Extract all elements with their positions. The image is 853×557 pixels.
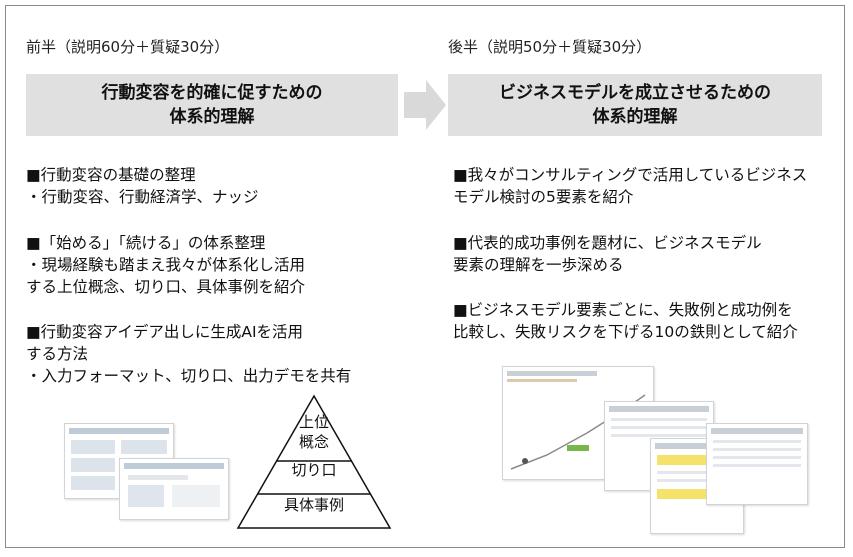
item-heading: ■行動変容の基礎の整理 [26, 166, 196, 184]
pyramid-top-line2: 概念 [298, 433, 329, 451]
second-half-title: 後半（説明50分＋質疑30分） [448, 38, 652, 56]
item-heading: ■代表的成功事例を題材に、ビジネスモデル [453, 234, 762, 252]
pyramid-top-label: 上位 概念 [284, 412, 344, 452]
pyramid-top-line1: 上位 [298, 413, 329, 431]
slide-thumbnail-2 [119, 458, 229, 520]
content-frame: 前半（説明60分＋質疑30分） 行動変容を的確に促すための 体系的理解 ■行動変… [5, 5, 845, 548]
first-half-item-1: ■行動変容の基礎の整理 ・行動変容、行動経済学、ナッジ [26, 164, 259, 208]
concept-pyramid [236, 394, 392, 529]
item-detail: ・現場経験も踏まえ我々が体系化し活用 [26, 256, 306, 274]
second-half-banner-line1: ビジネスモデルを成立させるための [499, 83, 771, 103]
pyramid-middle-label: 切り口 [291, 461, 337, 479]
second-half-item-2: ■代表的成功事例を題材に、ビジネスモデル 要素の理解を一歩深める [453, 232, 762, 276]
first-half-item-2: ■「始める」「続ける」の体系整理 ・現場経験も踏まえ我々が体系化し活用 する上位… [26, 232, 305, 298]
first-half-item-3: ■行動変容アイデア出しに生成AIを活用 する方法 ・入力フォーマット、切り口、出… [26, 321, 351, 387]
item-heading-cont: する方法 [26, 345, 89, 363]
item-detail: する上位概念、切り口、具体事例を紹介 [26, 278, 306, 296]
first-half-banner: 行動変容を的確に促すための 体系的理解 [26, 74, 398, 136]
slide-thumbnail-6 [706, 423, 808, 505]
second-half-banner-line2: 体系的理解 [592, 107, 678, 127]
item-heading-cont: 比較し、失敗リスクを下げる10の鉄則として紹介 [453, 323, 798, 341]
item-heading: ■我々がコンサルティングで活用しているビジネス [453, 166, 808, 184]
first-half-banner-line1: 行動変容を的確に促すための [101, 83, 323, 103]
pyramid-bottom-label: 具体事例 [283, 496, 344, 514]
item-heading: ■行動変容アイデア出しに生成AIを活用 [26, 323, 304, 341]
second-half-item-3: ■ビジネスモデル要素ごとに、失敗例と成功例を 比較し、失敗リスクを下げる10の鉄… [453, 299, 798, 343]
item-heading: ■「始める」「続ける」の体系整理 [26, 234, 266, 252]
second-half-banner: ビジネスモデルを成立させるための 体系的理解 [448, 74, 822, 136]
item-detail: ・行動変容、行動経済学、ナッジ [26, 188, 259, 206]
item-heading: ■ビジネスモデル要素ごとに、失敗例と成功例を [453, 301, 793, 319]
first-half-banner-line2: 体系的理解 [169, 107, 255, 127]
item-detail: ・入力フォーマット、切り口、出力デモを共有 [26, 367, 352, 385]
item-heading-cont: モデル検討の5要素を紹介 [453, 188, 634, 206]
item-heading-cont: 要素の理解を一歩深める [453, 256, 624, 274]
right-arrow-icon [404, 80, 446, 130]
first-half-title: 前半（説明60分＋質疑30分） [26, 38, 230, 56]
second-half-item-1: ■我々がコンサルティングで活用しているビジネス モデル検討の5要素を紹介 [453, 164, 807, 208]
